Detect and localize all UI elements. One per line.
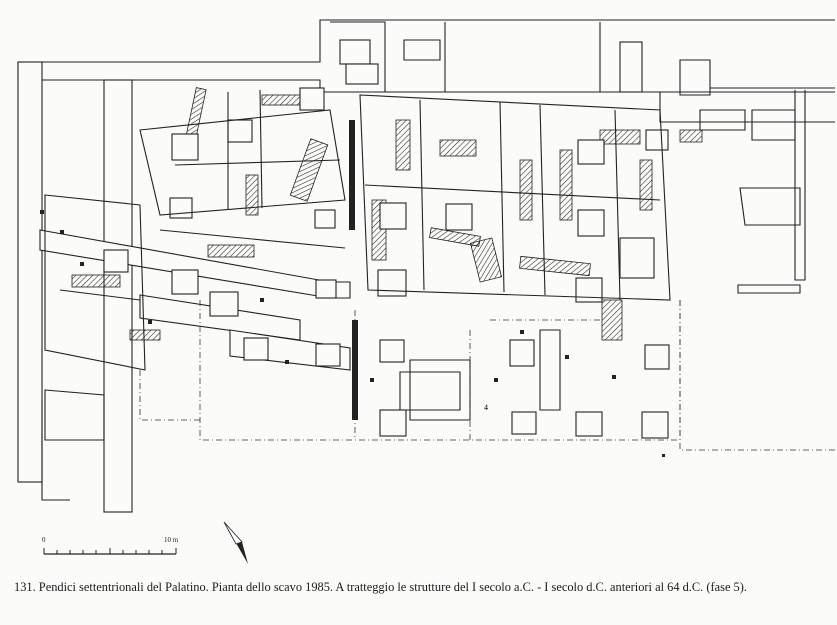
small-wall-fragments	[40, 120, 665, 457]
phase5-hatched-walls	[71, 87, 703, 341]
plan-label-4: 4	[484, 403, 488, 412]
pier-blocks	[103, 39, 670, 439]
top-road	[17, 19, 835, 123]
scale-start-label: 0	[42, 536, 46, 544]
diagonal-street	[39, 229, 351, 371]
figure-caption: 131. Pendici settentrionali del Palatino…	[14, 580, 826, 595]
north-arrow-icon	[223, 521, 248, 564]
scale-end-label: 10 m	[164, 536, 179, 544]
excavation-limits	[139, 300, 835, 451]
caption-text: Pendici settentrionali del Palatino. Pia…	[38, 580, 747, 594]
caption-number: 131.	[14, 580, 36, 594]
left-vertical-street	[17, 61, 133, 513]
excavation-plan: 4	[17, 19, 835, 513]
room-outlines	[44, 39, 806, 441]
scale-bar	[43, 548, 177, 555]
